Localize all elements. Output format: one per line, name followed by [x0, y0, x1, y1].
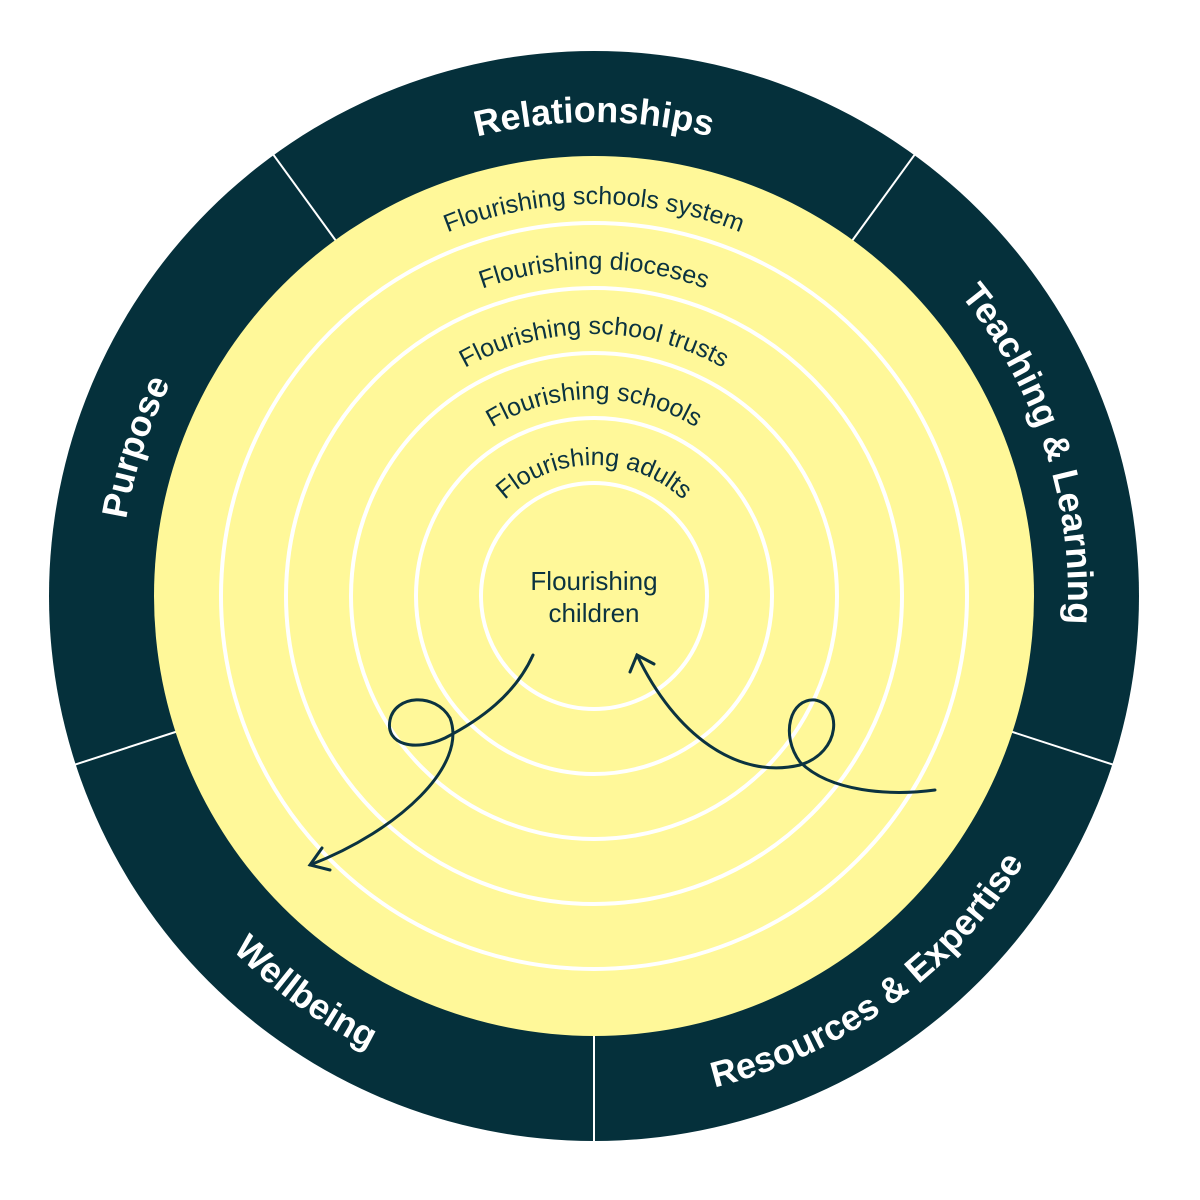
arrow-inward-head: [628, 652, 656, 674]
yellow-disc: [154, 156, 1034, 1036]
segment-divider: [845, 150, 919, 249]
ring-line: [219, 221, 969, 971]
center-label-line1: Flourishing: [530, 566, 657, 596]
segment-divider: [70, 727, 186, 767]
ring-line: [284, 286, 904, 906]
arrow-outward-curve: [308, 653, 535, 867]
arrow-inward: [628, 652, 937, 794]
ring-line: [349, 351, 839, 841]
ring-line: [414, 416, 774, 776]
segment-divider: [269, 150, 343, 249]
segment-dividers: [70, 150, 1118, 1146]
arrow-outward-head: [307, 846, 332, 872]
concentric-rings: [219, 221, 969, 971]
arrow-outward: [307, 653, 535, 872]
ring-line: [479, 481, 709, 711]
center-label-line2: children: [548, 598, 639, 628]
arrow-inward-curve: [635, 653, 937, 794]
segment-divider: [1002, 727, 1118, 767]
